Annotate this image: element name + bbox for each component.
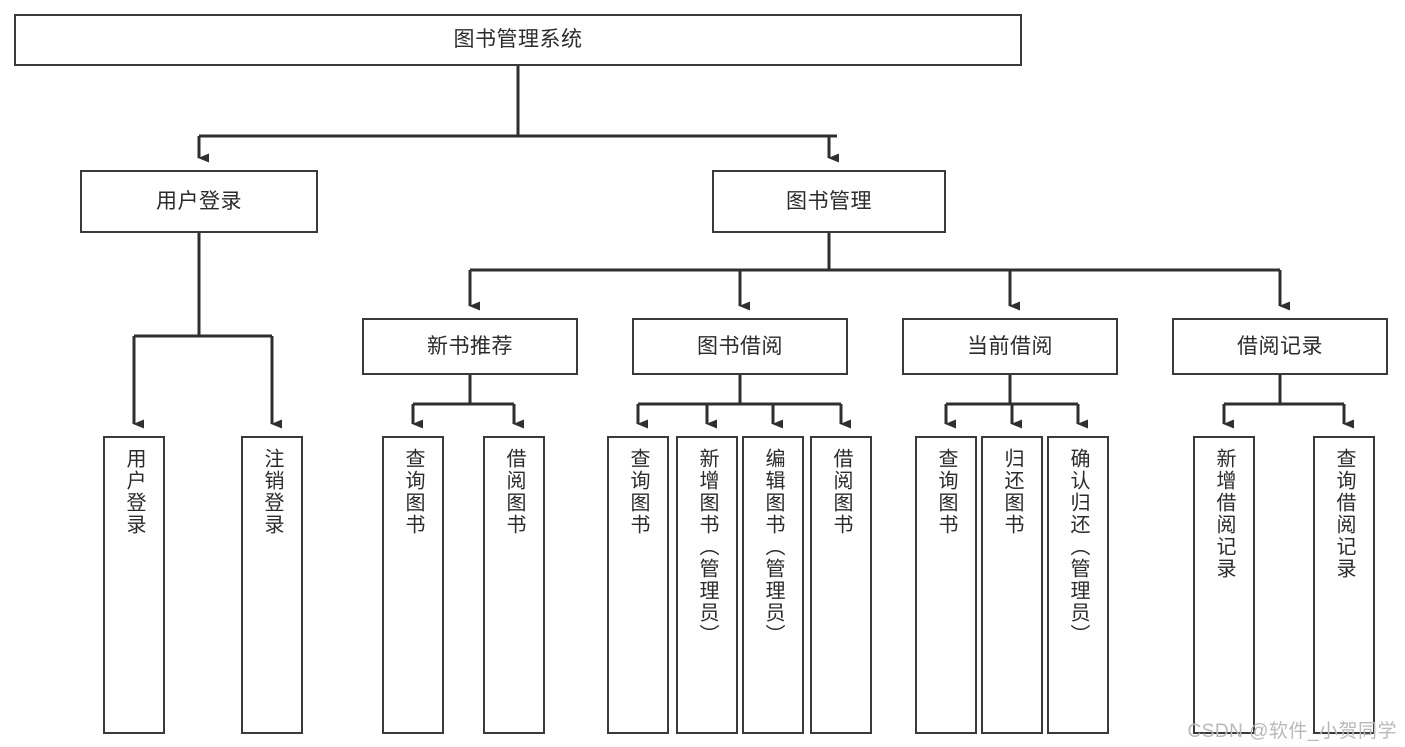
leaf-return-book[interactable]: 归还图书 <box>981 436 1043 734</box>
leaf-add-borrow-record[interactable]: 新增借阅记录 <box>1193 436 1255 734</box>
node-label: 新增借阅记录 <box>1213 448 1235 580</box>
node-label: 查询图书 <box>935 448 957 536</box>
node-borrow-record[interactable]: 借阅记录 <box>1172 318 1388 375</box>
node-book-borrow[interactable]: 图书借阅 <box>632 318 848 375</box>
node-label: 借阅图书 <box>830 448 852 536</box>
node-root-book-management-system[interactable]: 图书管理系统 <box>14 14 1022 66</box>
node-label: 查询图书 <box>627 448 649 536</box>
leaf-query-borrow-record[interactable]: 查询借阅记录 <box>1313 436 1375 734</box>
node-label: 查询借阅记录 <box>1333 448 1355 580</box>
node-label: 查询图书 <box>402 448 424 536</box>
leaf-logout-login[interactable]: 注销登录 <box>241 436 303 734</box>
node-label: 新增图书（管理员） <box>696 448 718 646</box>
leaf-query-book-borrow[interactable]: 查询图书 <box>607 436 669 734</box>
leaf-edit-book-admin[interactable]: 编辑图书（管理员） <box>742 436 804 734</box>
node-user-login[interactable]: 用户登录 <box>80 170 318 233</box>
leaf-query-book-current[interactable]: 查询图书 <box>915 436 977 734</box>
node-label: 用户登录 <box>156 189 242 213</box>
leaf-borrow-book[interactable]: 借阅图书 <box>810 436 872 734</box>
node-label: 借阅图书 <box>503 448 525 536</box>
leaf-add-book-admin[interactable]: 新增图书（管理员） <box>676 436 738 734</box>
node-new-book-recommend[interactable]: 新书推荐 <box>362 318 578 375</box>
leaf-user-login[interactable]: 用户登录 <box>103 436 165 734</box>
node-label: 用户登录 <box>123 448 145 536</box>
node-label: 归还图书 <box>1001 448 1023 536</box>
leaf-borrow-book-new-recommend[interactable]: 借阅图书 <box>483 436 545 734</box>
node-label: 编辑图书（管理员） <box>762 448 784 646</box>
node-label: 借阅记录 <box>1237 334 1323 358</box>
node-label: 图书管理系统 <box>453 28 583 52</box>
node-label: 注销登录 <box>261 448 283 536</box>
leaf-confirm-return-admin[interactable]: 确认归还（管理员） <box>1047 436 1109 734</box>
node-label: 图书借阅 <box>697 334 783 358</box>
node-label: 当前借阅 <box>967 334 1053 358</box>
node-current-borrow[interactable]: 当前借阅 <box>902 318 1118 375</box>
node-book-management[interactable]: 图书管理 <box>712 170 946 233</box>
node-label: 新书推荐 <box>427 334 513 358</box>
node-label: 确认归还（管理员） <box>1067 448 1089 646</box>
leaf-query-book-new-recommend[interactable]: 查询图书 <box>382 436 444 734</box>
node-label: 图书管理 <box>786 189 872 213</box>
